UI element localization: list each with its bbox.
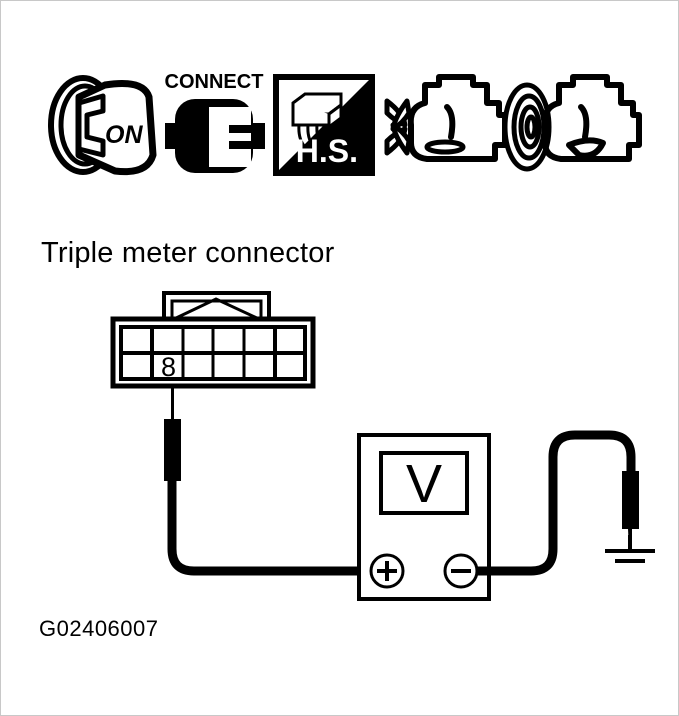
connect-label: CONNECT: [165, 71, 264, 93]
engine-stopped-glyph: [384, 74, 506, 162]
voltmeter-positive-terminal: [369, 553, 405, 589]
icon-strip: ON CONNECT: [43, 63, 643, 188]
ignition-switch-on-glyph: ON: [48, 75, 157, 176]
engine-running-icon: [503, 63, 643, 188]
ignition-switch-on-icon: ON: [43, 63, 163, 188]
connect-glyph: CONNECT: [165, 71, 265, 173]
harness-side-icon: H.S.: [265, 63, 377, 188]
connector-body: [110, 316, 316, 389]
figure-id-code: G02406007: [39, 616, 159, 641]
harness-side-label: H.S.: [296, 133, 358, 169]
chassis-ground-symbol: [605, 535, 655, 563]
engine-stopped-icon: [381, 63, 506, 188]
ignition-on-label: ON: [105, 121, 143, 149]
terminal-number-label: 8: [161, 352, 176, 382]
connect-connector-icon: CONNECT: [161, 63, 271, 188]
harness-side-glyph: H.S.: [273, 74, 375, 176]
voltmeter-negative-terminal: [443, 553, 479, 589]
positive-test-probe: [164, 384, 181, 481]
voltmeter-display: [379, 451, 469, 515]
page-title: Triple meter connector: [41, 237, 335, 269]
engine-running-glyph: [503, 74, 642, 172]
voltmeter-display-symbol: V: [406, 454, 442, 514]
